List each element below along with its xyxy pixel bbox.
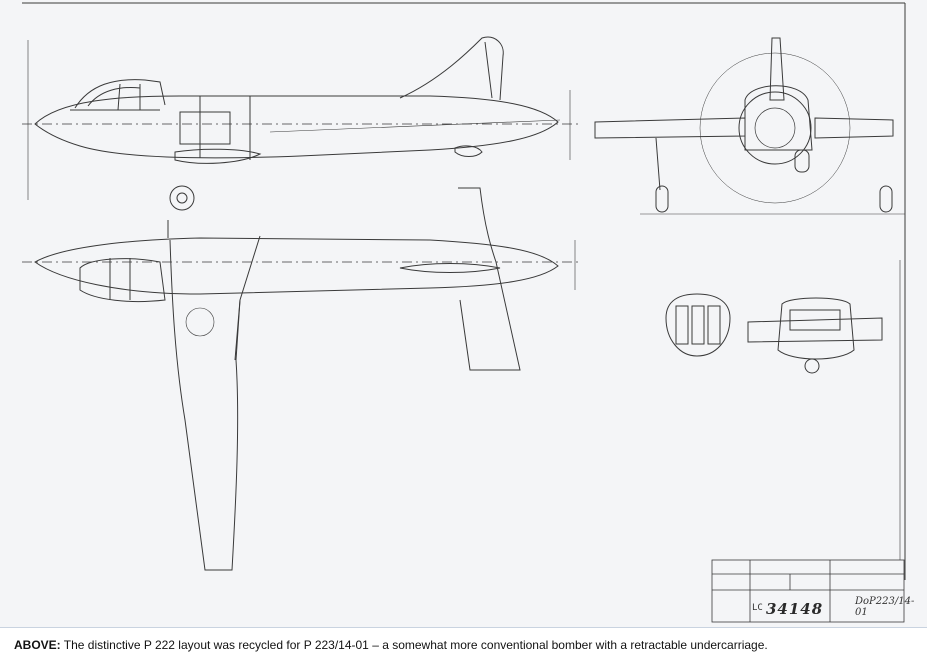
caption-lead: ABOVE: — [14, 638, 61, 652]
title-block — [711, 559, 905, 623]
section-c-d — [665, 293, 731, 357]
front-view — [594, 37, 905, 215]
aircraft-drawing — [22, 2, 906, 623]
figure-caption: ABOVE: The distinctive P 222 layout was … — [14, 637, 914, 653]
drawing-plate: DoP223/14-01 — [855, 596, 915, 618]
drawing-number-prefix: LC — [752, 603, 763, 613]
caption-bar: ABOVE: The distinctive P 222 layout was … — [0, 627, 927, 666]
top-view — [22, 185, 580, 571]
section-a-b — [747, 297, 883, 374]
blueprint-sheet: LC 34148 DoP223/14-01 — [0, 0, 927, 627]
drawing-number: 34148 — [766, 600, 824, 618]
dimension-marks — [27, 40, 901, 560]
caption-text: The distinctive P 222 layout was recycle… — [63, 638, 768, 652]
side-view — [22, 36, 580, 164]
